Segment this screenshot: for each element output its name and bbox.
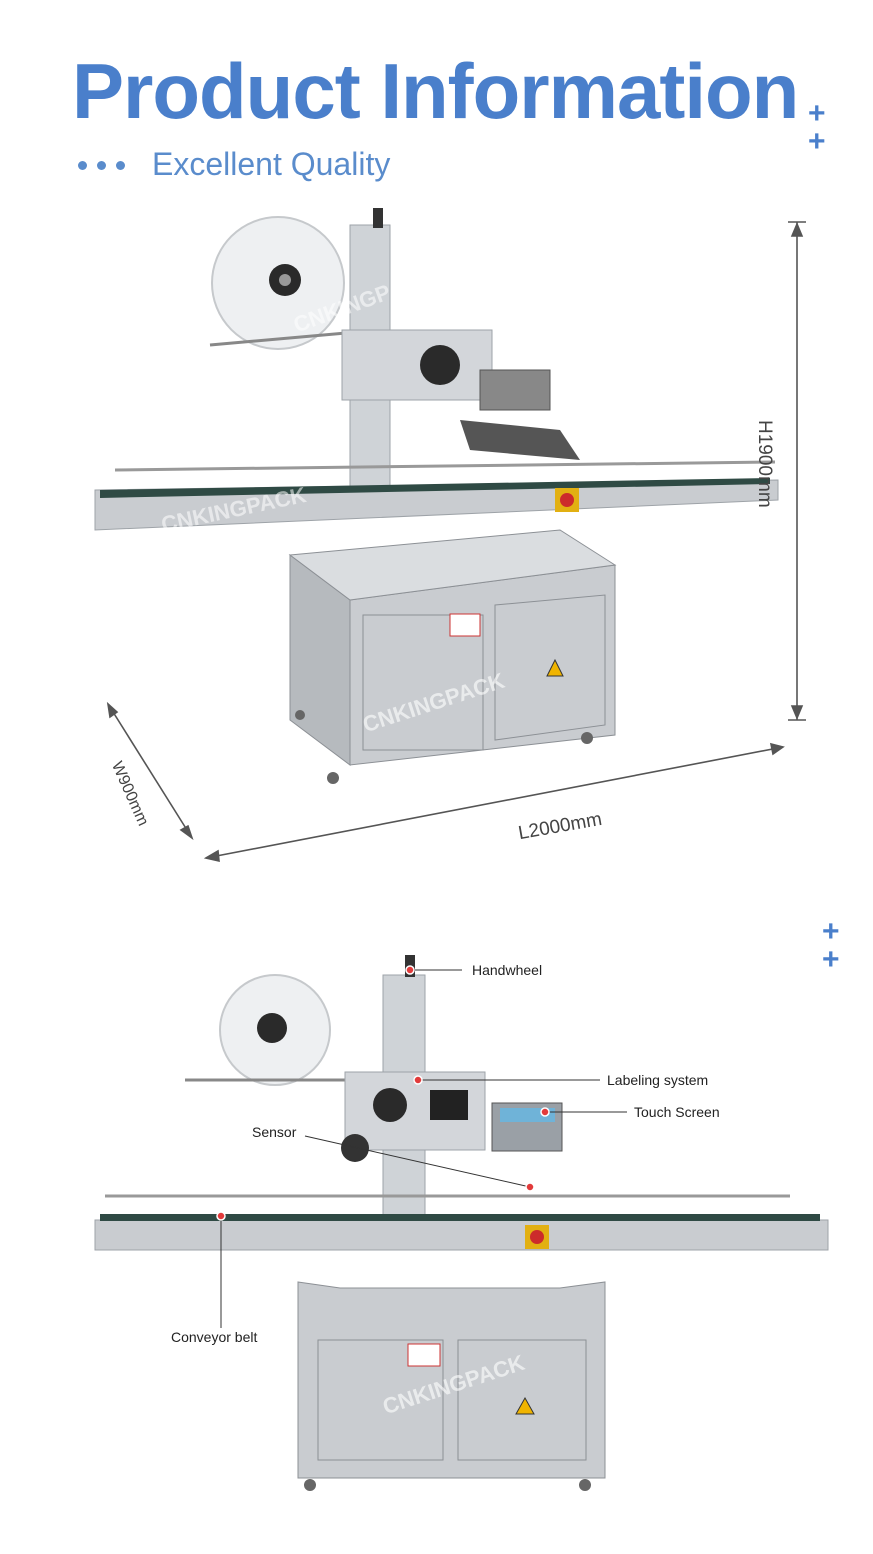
callout-touch-screen: Touch Screen [634,1104,720,1120]
plus-icon: + [808,97,826,130]
plus-icon: + [822,915,840,948]
callout-handwheel: Handwheel [472,962,543,978]
plus-icon: + [808,125,826,158]
callout-conveyor-belt: Conveyor belt [171,1329,258,1345]
page-title: Product Information [72,47,799,135]
bullet-dots-icon [78,157,135,175]
callout-sensor: Sensor [252,1124,297,1140]
page-subtitle: Excellent Quality [152,146,391,182]
plus-icon: + [822,943,840,976]
callout-labeling-system: Labeling system [607,1072,709,1088]
